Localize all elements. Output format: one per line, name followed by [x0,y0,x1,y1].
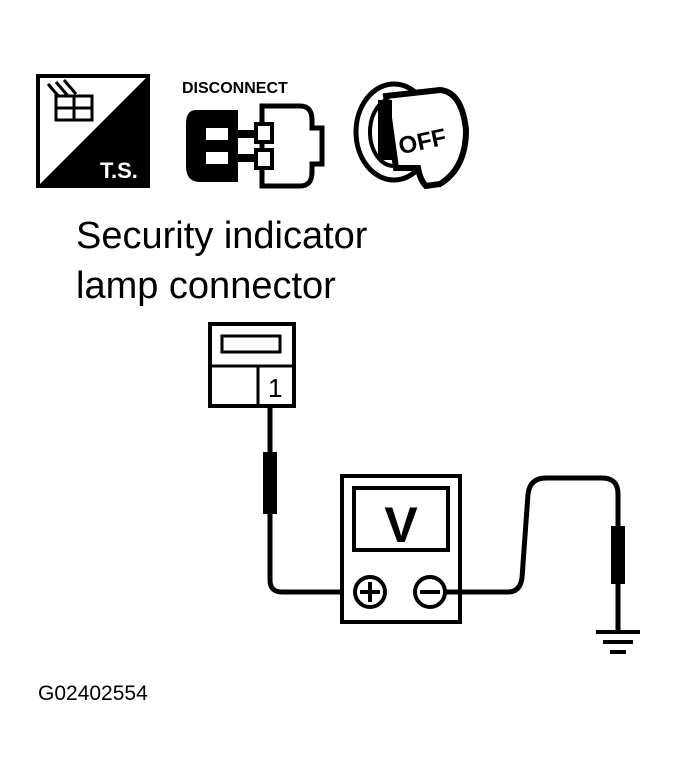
meter-display-label: V [384,497,418,553]
ts-label: T.S. [100,158,138,183]
title-line-2: lamp connector [76,265,336,307]
positive-terminal [353,575,387,609]
terminal-number: 1 [268,373,282,403]
ignition-off-icon: OFF [353,81,470,190]
voltmeter: V [340,474,462,624]
title-line-1: Security indicator [76,215,368,257]
ground-symbol [596,630,640,654]
connector-lock-tab [220,334,282,354]
negative-probe [445,475,625,630]
meter-display [352,486,450,552]
trouble-shooting-icon: T.S. [36,74,150,188]
figure-id: G02402554 [38,682,148,705]
plug-right [259,103,325,189]
security-indicator-lamp-connector: 1 [208,322,296,408]
fuse-connector-sketch [46,79,94,122]
negative-terminal [413,575,447,609]
disconnect-icon: DISCONNECT [182,80,325,189]
positive-probe [263,406,350,595]
disconnect-label: DISCONNECT [182,80,288,97]
ignition-key [382,86,470,190]
